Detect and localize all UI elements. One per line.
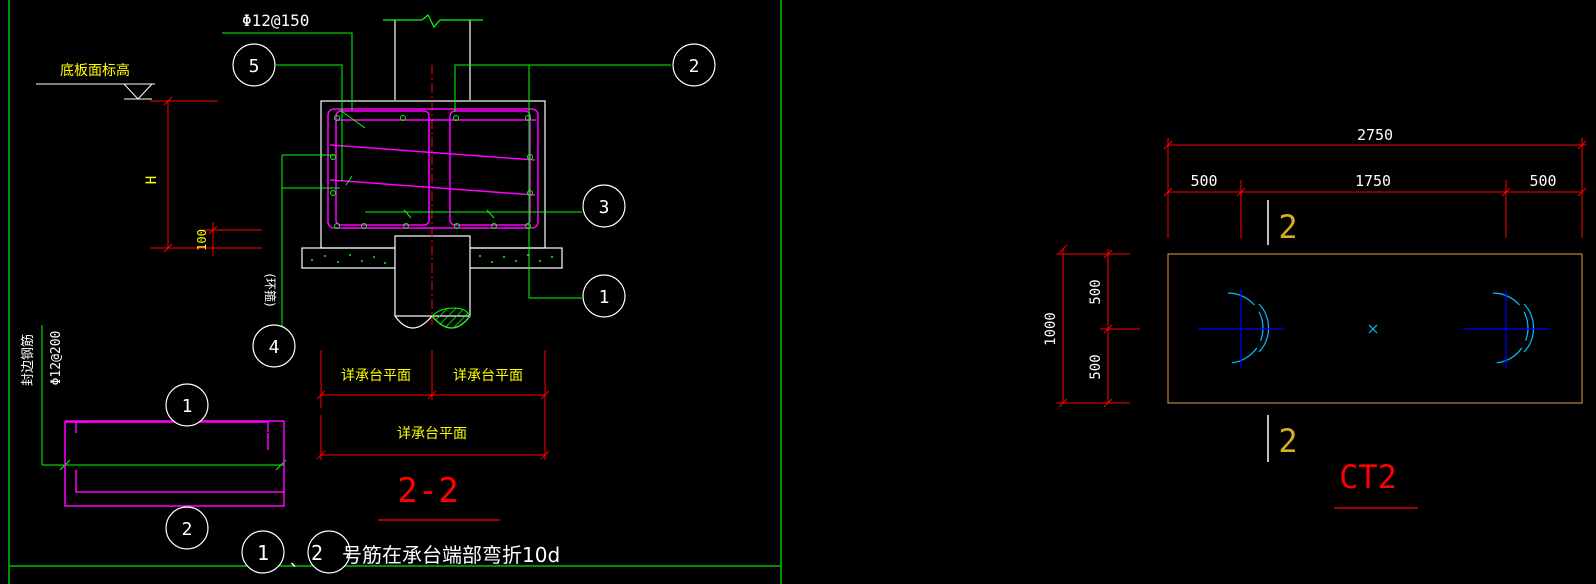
bubble-text: 5: [249, 56, 260, 77]
column-outline: [383, 14, 483, 100]
bubble-text: 3: [599, 197, 610, 218]
pile-plan-left: [1198, 290, 1284, 368]
half-top-label: 500: [1088, 279, 1104, 304]
pile-plan-right: [1463, 290, 1549, 368]
level-symbol: 底板面标高: [36, 62, 155, 100]
plan-title: CT2: [1339, 458, 1397, 496]
callout-bubble-4: 4: [252, 324, 296, 368]
total-dim-label: 2750: [1357, 126, 1393, 144]
plan-left-dims: [1056, 244, 1140, 408]
plan-top-dims: [1163, 138, 1587, 238]
note-bubble-text: 1: [257, 541, 269, 565]
plan-ref-dims: [316, 350, 550, 460]
bubble-text: 1: [599, 287, 610, 308]
side-bar-label: 封边钢筋: [20, 334, 36, 386]
bubble-text: 2: [182, 519, 193, 540]
side-bar-spec: Φ12@200: [49, 331, 64, 386]
cut-marker-bottom: 2: [1267, 415, 1298, 462]
callout-bubble-1-detail: 1: [165, 383, 209, 427]
bubble-text: 1: [182, 396, 193, 417]
h-label: H: [144, 176, 160, 184]
plan-ref-label-1: 详承台平面: [341, 368, 411, 384]
cut-label-bottom: 2: [1278, 422, 1297, 460]
side-bar-detail: [41, 325, 287, 507]
callout-bubble-2: 2: [672, 43, 716, 87]
note-separator: 、: [290, 551, 306, 570]
callout-bubble-2-detail: 2: [165, 506, 209, 550]
cap-plan-outline: [1167, 253, 1583, 404]
leader-lines: [222, 32, 671, 330]
plan-ref-label-3: 详承台平面: [397, 426, 467, 442]
bar-callout-label: Φ12@150: [242, 11, 309, 30]
drawing-frame: [8, 0, 782, 584]
height-dim-label: 1000: [1043, 312, 1059, 346]
section-title: 2-2: [397, 471, 458, 511]
cut-marker-top: 2: [1267, 200, 1298, 246]
callout-bubble-1: 1: [582, 274, 626, 318]
h-dimension: [150, 96, 262, 256]
level-label: 底板面标高: [60, 62, 130, 79]
note-text: 号筋在承台端部弯折10d: [342, 543, 560, 567]
center-mark: [1368, 324, 1378, 334]
cut-label-top: 2: [1278, 208, 1297, 246]
dim-left-label: 500: [1190, 172, 1217, 190]
half-bottom-label: 500: [1088, 354, 1104, 379]
pile-cap-outline: [320, 100, 546, 249]
bubble-text: 4: [269, 337, 280, 358]
ring-label: (环箍): [263, 273, 278, 306]
rebar-dots: [330, 115, 533, 229]
callout-bubble-3: 3: [582, 184, 626, 228]
note-bubble-text: 2: [311, 541, 323, 565]
callout-bubble-5: 5: [232, 43, 276, 87]
dim-right-label: 500: [1529, 172, 1556, 190]
note: 1 、 2 号筋在承台端部弯折10d: [241, 530, 560, 574]
plan-ref-label-2: 详承台平面: [453, 368, 523, 384]
dim-mid-label: 1750: [1355, 172, 1391, 190]
rebar-cage: [327, 108, 539, 229]
dim-100-label: 100: [195, 229, 209, 251]
bubble-text: 2: [689, 56, 700, 77]
